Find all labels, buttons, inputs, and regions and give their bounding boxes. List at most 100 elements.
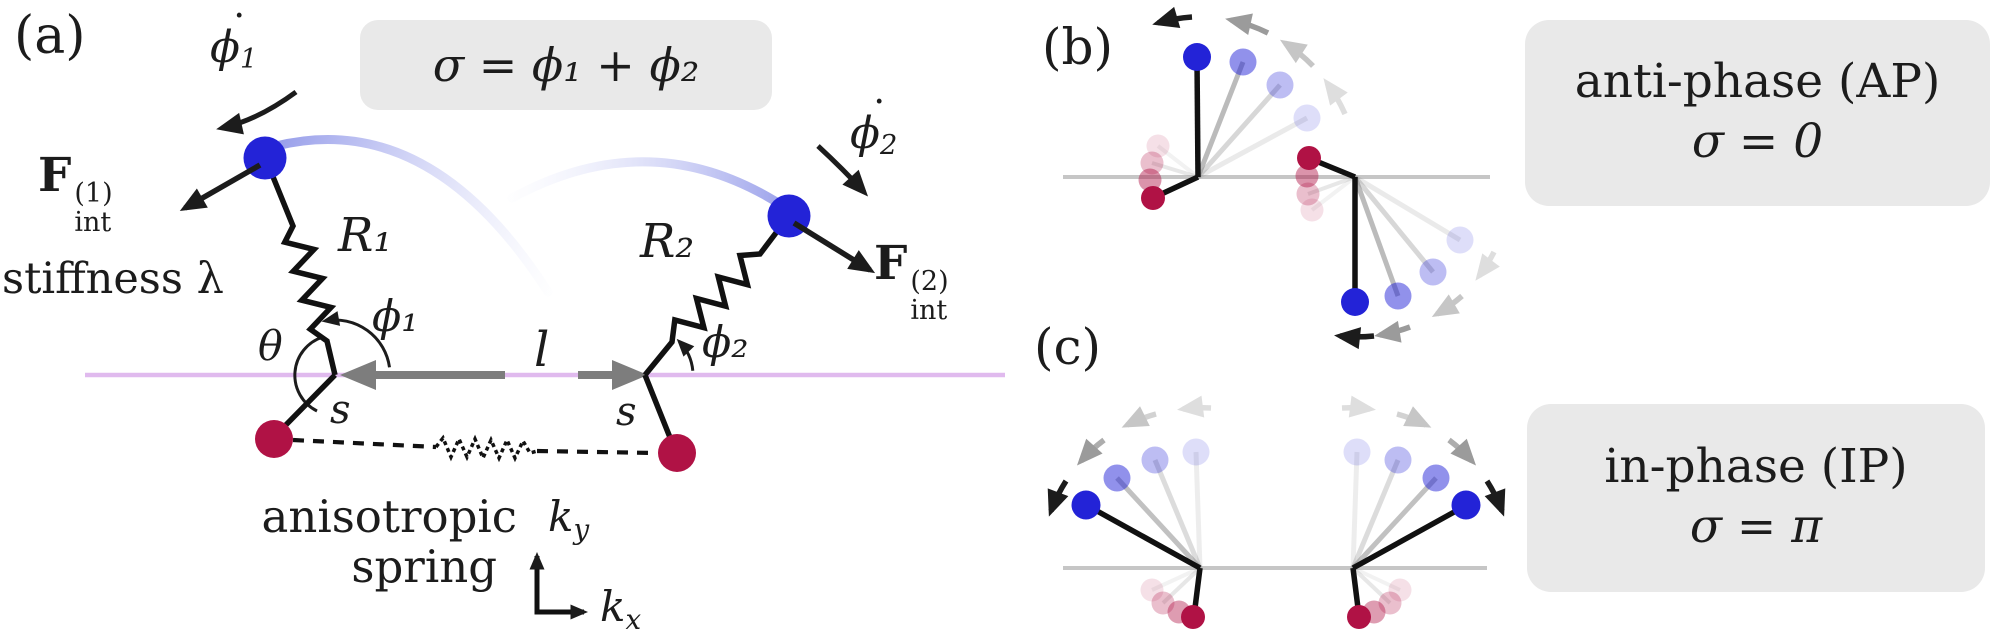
arm1-spring [264,160,338,376]
rotation-arrow [1334,327,1375,350]
force2-sub: int [910,295,948,327]
phi1-label: ϕ₁ [372,292,419,342]
ghost-arm [1353,175,1435,274]
panel-c-inphase [1047,395,1506,629]
antiphase-callout: anti-phase (AP) σ = 0 [1525,20,1990,206]
red-bead-1 [255,420,293,458]
panel-a-label: (a) [14,6,86,66]
rotation-arrow [1484,479,1506,517]
inphase-callout: in-phase (IP) σ = π [1527,404,1985,592]
ghost-arm [1353,174,1462,243]
phi2-label: ϕ₂ [702,318,749,368]
ghost-red-bead [1296,182,1320,206]
ghost-arm [1115,476,1202,570]
ghost-red-bead [1151,591,1175,615]
rotation-arrow [1225,13,1270,36]
rotation-arrow [1076,437,1106,466]
inphase-caption: in-phase (IP) [1604,439,1908,495]
ghost-arm [1196,83,1282,179]
ghost-red-bead [1295,164,1319,188]
trail-arc-1 [271,135,553,297]
force1-sub: int [74,207,112,239]
rotation-arrow [1121,406,1157,428]
force-arrow-2 [792,220,876,274]
stiffness-label: stiffness λ [2,254,224,304]
arm-b1-blue [1194,59,1201,178]
phidot1-symbol: ϕ [210,22,240,73]
ghost-arm [1151,566,1201,592]
ghost-arm [1307,175,1356,196]
separation-label: l [534,322,550,378]
ghost-arm [1151,161,1199,179]
aniso-spring-zigzag [434,434,538,463]
sigma-formula: σ = ϕ₁ + ϕ₂ [432,38,700,92]
rotation-arrow [1152,6,1193,28]
panel-b-label: (b) [1042,18,1114,76]
arm2-length-label: R₂ [640,214,695,269]
ghost-blue-bead [1266,71,1294,99]
ghost-blue-bead [1446,226,1474,254]
panel-b-antiphase [1063,6,1500,350]
panel-c-label: (c) [1034,318,1102,376]
rotation-arrow [1447,437,1477,466]
force1-label: F(1)int [38,152,113,238]
phidot2-dot: ˙ [868,92,890,142]
kx-label: kx [600,586,642,636]
ghost-blue-bead [1182,438,1210,466]
ghost-arm [1350,451,1360,569]
red-bead-b1 [1141,186,1165,210]
kx-main: k [600,582,626,631]
ghost-arm [1352,566,1401,592]
ghost-blue-bead [1384,446,1412,474]
force-arrow-1 [179,162,262,211]
rotation-arrow [1374,320,1411,343]
theta-label: θ [258,322,283,370]
kx-sub: x [625,602,642,636]
phidot1-subscript: 1 [240,44,258,75]
force2-base: F [874,236,908,291]
ghost-blue-bead [1293,104,1321,132]
trail-arc-2 [507,157,794,215]
inphase-sigma: σ = π [1689,498,1823,554]
ghost-arm [1196,115,1309,180]
aniso-label-line1: anisotropic [261,490,517,543]
s2-label: s [616,389,637,435]
blue-bead-b2 [1341,288,1369,316]
arm-c2-blue [1351,503,1467,571]
red-bead-2 [658,434,696,472]
force2-label: F(2)int [874,240,949,326]
aniso-spring-dash-left [292,437,437,450]
ghost-blue-bead [1343,438,1371,466]
red-bead-b2 [1297,146,1321,170]
ghost-arm [1310,175,1357,212]
arm1-length-label: R₁ [338,208,393,263]
ghost-arm [1193,451,1203,569]
blue-bead-b1 [1183,43,1211,71]
panel-a-schematic [85,89,1005,620]
ghost-arm [1351,476,1438,570]
ghost-blue-bead [1422,464,1450,492]
rotation-arrow [1341,395,1376,418]
arm-c1-blue [1086,503,1202,571]
ghost-arm [1161,566,1202,605]
ghost-red-bead [1140,578,1164,602]
ghost-blue-bead [1384,282,1412,310]
phi1-angle-arc [321,311,391,368]
phi2-angle-arc [676,338,695,371]
aniso-label-line2: spring [351,540,497,593]
arm2-spring [642,215,791,377]
phidot2-symbol: ϕ [850,108,880,159]
phidot1-dot: ˙ [228,6,250,56]
rotation-arrow [1396,406,1432,428]
rotation-arrow [1431,293,1464,318]
force2-sup: (2) [910,266,949,298]
ghost-arm [1350,459,1401,569]
rotation-arrow [1279,39,1315,68]
ghost-red-bead [1378,591,1402,615]
phidot1-arrow [216,89,298,135]
ghost-blue-bead [1103,464,1131,492]
ky-label: ky [548,496,589,544]
red-bead-c1 [1181,605,1205,629]
rotation-arrow [1177,395,1212,418]
ghost-blue-bead [1141,446,1169,474]
